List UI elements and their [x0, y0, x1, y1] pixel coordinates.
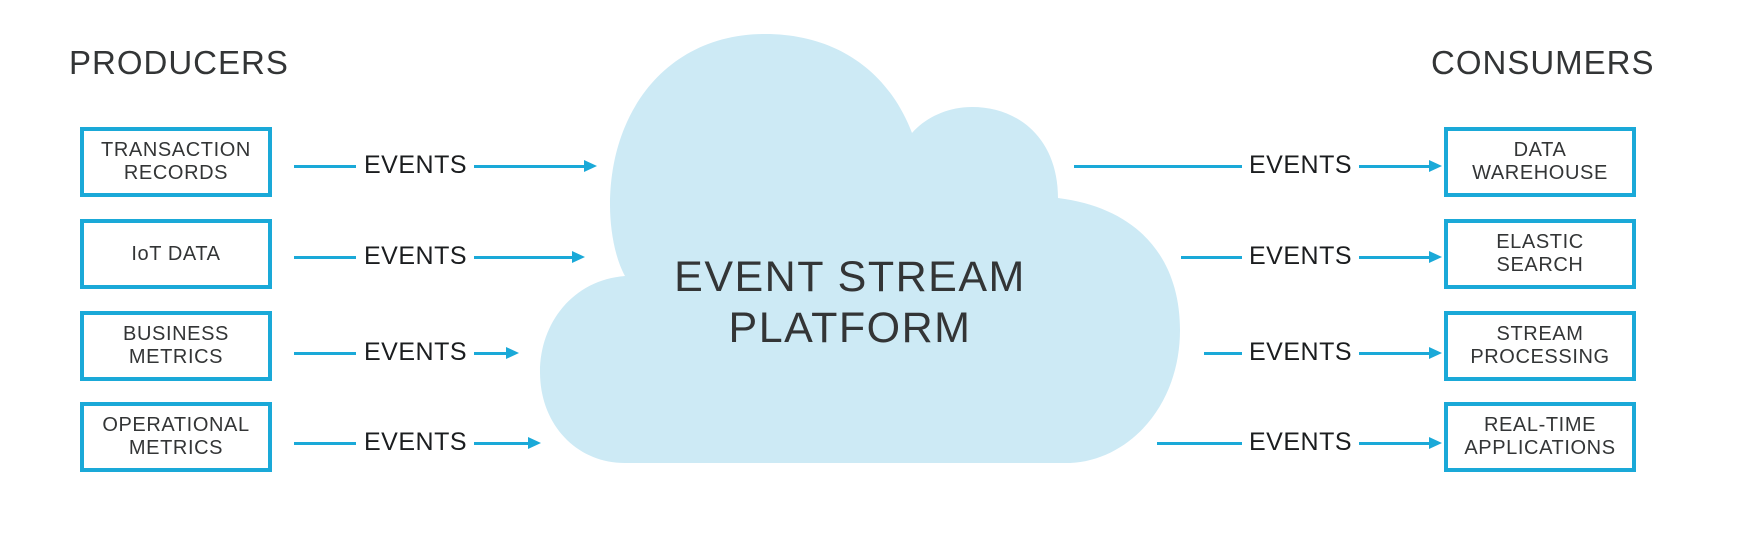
consumer-elastic-search: ELASTIC SEARCH	[1444, 219, 1636, 289]
events-label: EVENTS	[1249, 428, 1353, 456]
events-label: EVENTS	[1249, 151, 1353, 179]
arrowhead-icon	[528, 437, 541, 449]
arrowhead-icon	[1429, 251, 1442, 263]
producers-heading: PRODUCERS	[69, 44, 289, 81]
producer-label: OPERATIONAL METRICS	[102, 414, 250, 459]
arrow-line-segment	[474, 165, 584, 168]
events-label: EVENTS	[364, 151, 468, 179]
arrowhead-icon	[506, 347, 519, 359]
producer-iot-data: IoT DATA	[80, 219, 272, 289]
consumer-real-time-applications: REAL-TIME APPLICATIONS	[1444, 402, 1636, 472]
producer-label: BUSINESS METRICS	[123, 323, 229, 368]
consumer-data-warehouse: DATA WAREHOUSE	[1444, 127, 1636, 197]
consumer-label: STREAM PROCESSING	[1470, 323, 1610, 368]
arrowhead-icon	[1429, 437, 1442, 449]
arrowhead-icon	[1429, 160, 1442, 172]
arrow-line-segment	[294, 256, 356, 259]
arrow-line-segment	[1359, 352, 1429, 355]
events-label: EVENTS	[364, 338, 468, 366]
arrow-line-segment	[1204, 352, 1242, 355]
arrow-line-segment	[1359, 165, 1429, 168]
arrow-line-segment	[474, 256, 572, 259]
consumer-label: ELASTIC SEARCH	[1496, 231, 1584, 276]
producer-label: IoT DATA	[131, 242, 221, 265]
arrow-line-segment	[1074, 165, 1242, 168]
consumers-heading: CONSUMERS	[1431, 44, 1655, 81]
platform-label: EVENT STREAM PLATFORM	[674, 253, 1026, 352]
arrow-line-segment	[1181, 256, 1242, 259]
consumer-stream-processing: STREAM PROCESSING	[1444, 311, 1636, 381]
events-label: EVENTS	[1249, 242, 1353, 270]
events-label: EVENTS	[364, 242, 468, 270]
consumer-label: REAL-TIME APPLICATIONS	[1464, 414, 1616, 459]
arrow-line-segment	[294, 352, 356, 355]
events-label: EVENTS	[364, 428, 468, 456]
producer-business-metrics: BUSINESS METRICS	[80, 311, 272, 381]
producer-transaction-records: TRANSACTION RECORDS	[80, 127, 272, 197]
producer-label: TRANSACTION RECORDS	[101, 139, 251, 184]
arrow-line-segment	[1359, 442, 1429, 445]
producer-operational-metrics: OPERATIONAL METRICS	[80, 402, 272, 472]
arrow-line-segment	[1157, 442, 1242, 445]
arrow-line-segment	[474, 442, 528, 445]
arrowhead-icon	[572, 251, 585, 263]
arrow-line-segment	[294, 165, 356, 168]
consumer-label: DATA WAREHOUSE	[1472, 139, 1608, 184]
arrow-line-segment	[474, 352, 506, 355]
events-label: EVENTS	[1249, 338, 1353, 366]
arrow-line-segment	[1359, 256, 1429, 259]
arrow-line-segment	[294, 442, 356, 445]
arrowhead-icon	[1429, 347, 1442, 359]
arrowhead-icon	[584, 160, 597, 172]
